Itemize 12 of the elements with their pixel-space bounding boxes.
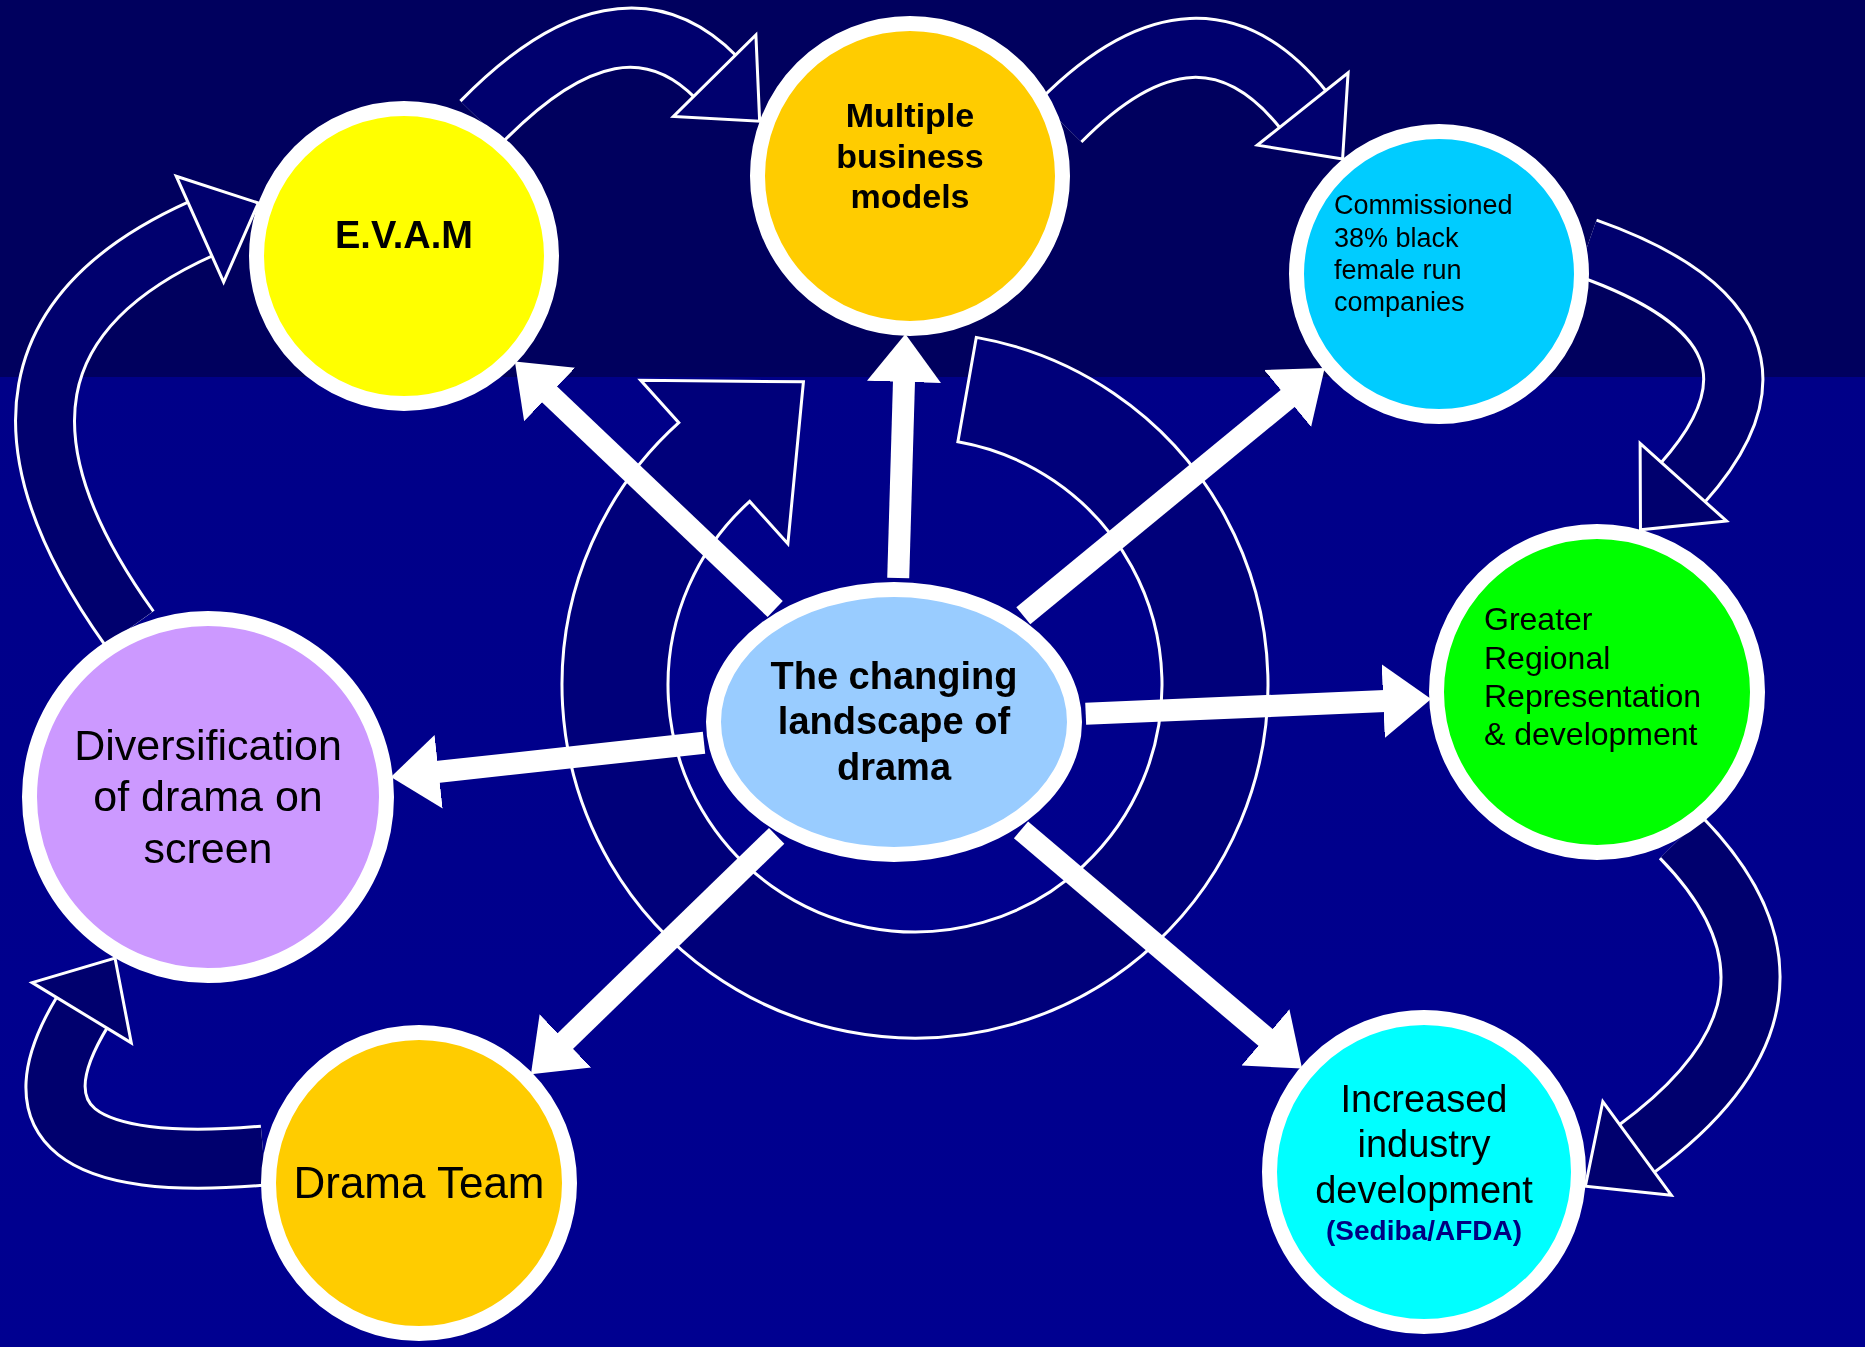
node-label: E.V.A.M <box>335 213 473 259</box>
node-label: Multiple business models <box>835 94 985 218</box>
arrow <box>867 333 941 579</box>
arrow <box>390 731 706 809</box>
node-label: Drama Team <box>293 1156 545 1209</box>
node-label: Commissioned 38% black female run companies <box>1334 189 1514 319</box>
node-label: Greater Regional Representation & development <box>1484 600 1703 754</box>
arrow <box>1085 664 1432 739</box>
node-label: Diversification of drama on screen <box>73 719 343 874</box>
node-label: The changing landscape of drama <box>769 653 1019 790</box>
node-note: (Sediba/AFDA) <box>1326 1213 1522 1248</box>
node-label: Increased industry development <box>1314 1076 1534 1213</box>
